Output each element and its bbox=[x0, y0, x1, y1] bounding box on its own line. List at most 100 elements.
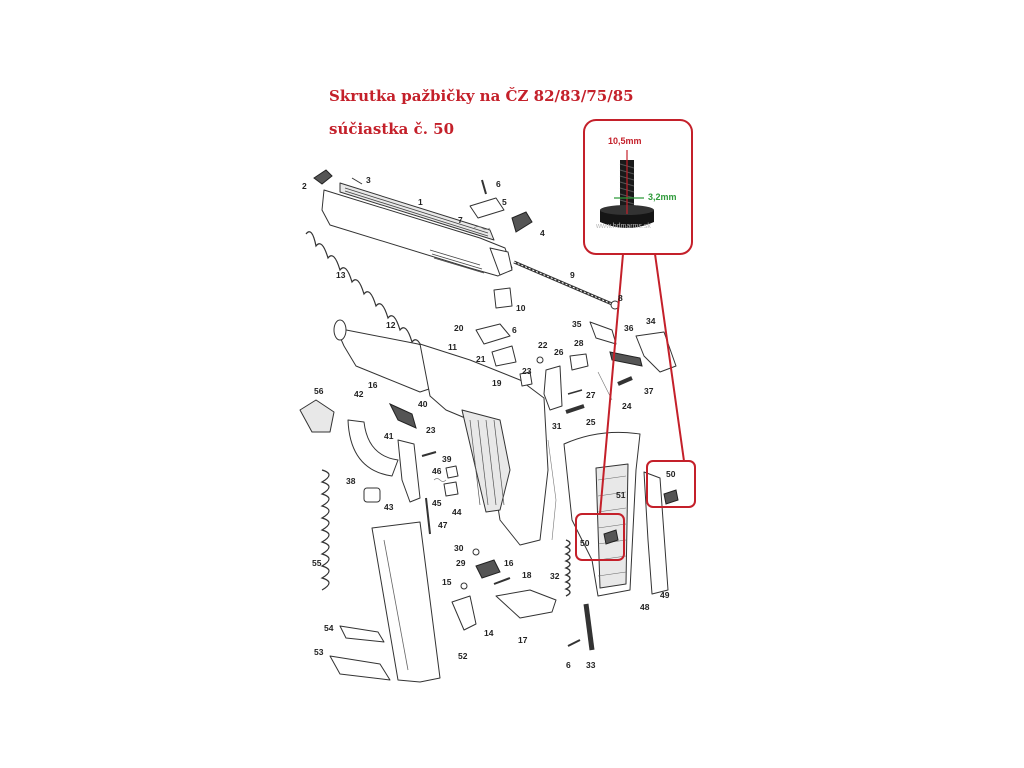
label-part-56: 56 bbox=[314, 386, 324, 396]
label-part-26: 26 bbox=[554, 347, 564, 357]
follower-part bbox=[339, 625, 385, 643]
label-part-43: 43 bbox=[384, 502, 394, 512]
label-part-7: 7 bbox=[458, 215, 463, 225]
part33 bbox=[583, 603, 595, 651]
label-part-25: 25 bbox=[586, 417, 596, 427]
label-part-9: 9 bbox=[570, 270, 575, 280]
label-part-30: 30 bbox=[454, 543, 464, 553]
part15 bbox=[460, 582, 468, 590]
label-part-35: 35 bbox=[572, 319, 582, 329]
part38 bbox=[363, 487, 381, 503]
label-part-6-bottom: 6 bbox=[566, 660, 571, 670]
part37 bbox=[617, 376, 633, 386]
part6b bbox=[567, 639, 581, 647]
watermark: www.hdmarms.sk bbox=[595, 223, 651, 230]
part45 bbox=[433, 478, 447, 482]
hammer-spring-part bbox=[564, 539, 571, 597]
label-part-37: 37 bbox=[644, 386, 654, 396]
part22 bbox=[536, 356, 544, 364]
label-part-13: 13 bbox=[336, 270, 346, 280]
part44 bbox=[443, 481, 459, 497]
label-part-8: 8 bbox=[618, 293, 623, 303]
page-subtitle: súčiastka č. 50 bbox=[329, 120, 455, 138]
pin-part bbox=[351, 177, 363, 185]
label-part-45: 45 bbox=[432, 498, 442, 508]
label-part-49: 49 bbox=[660, 590, 670, 600]
label-part-41: 41 bbox=[384, 431, 394, 441]
barrel-lug-part bbox=[493, 287, 513, 309]
length-label: 10,5mm bbox=[608, 136, 642, 146]
part34 bbox=[635, 331, 677, 373]
part18 bbox=[493, 577, 511, 585]
label-part-20: 20 bbox=[454, 323, 464, 333]
label-part-10: 10 bbox=[516, 303, 526, 313]
highlight-right-screw bbox=[646, 460, 696, 508]
label-part-38: 38 bbox=[346, 476, 356, 486]
label-part-6-mid: 6 bbox=[512, 325, 517, 335]
magazine-part bbox=[371, 521, 441, 683]
part46 bbox=[445, 465, 459, 479]
label-part-55: 55 bbox=[312, 558, 322, 568]
trigger-guard-part bbox=[347, 419, 399, 477]
label-part-53: 53 bbox=[314, 647, 324, 657]
label-part-3: 3 bbox=[366, 175, 371, 185]
trigger-bar-part bbox=[388, 402, 417, 429]
mainspring-part bbox=[320, 469, 330, 591]
part31 bbox=[547, 439, 557, 541]
label-part-46: 46 bbox=[432, 466, 442, 476]
part27 bbox=[567, 389, 583, 395]
part30 bbox=[472, 548, 480, 556]
part17 bbox=[495, 589, 557, 619]
label-part-5: 5 bbox=[502, 197, 507, 207]
pin6-part bbox=[481, 179, 487, 195]
label-part-34: 34 bbox=[646, 316, 656, 326]
label-part-6: 6 bbox=[496, 179, 501, 189]
label-part-22: 22 bbox=[538, 340, 548, 350]
label-part-19: 19 bbox=[492, 378, 502, 388]
label-part-18: 18 bbox=[522, 570, 532, 580]
label-part-31: 31 bbox=[552, 421, 562, 431]
label-part-42: 42 bbox=[354, 389, 364, 399]
part47 bbox=[425, 497, 431, 535]
part21 bbox=[491, 345, 517, 367]
part-hammer-strut bbox=[609, 351, 643, 367]
grip-screw-right bbox=[663, 489, 679, 505]
label-part-51: 51 bbox=[616, 490, 626, 500]
connector-line-left bbox=[599, 253, 624, 515]
trigger-part bbox=[397, 439, 421, 503]
label-part-24: 24 bbox=[622, 401, 632, 411]
floorplate-part bbox=[329, 655, 391, 681]
part23 bbox=[519, 371, 533, 387]
label-part-2: 2 bbox=[302, 181, 307, 191]
label-part-50-right: 50 bbox=[666, 469, 676, 479]
label-part-23a: 23 bbox=[522, 366, 532, 376]
barrel-part bbox=[335, 327, 433, 393]
front-sight-part bbox=[313, 169, 333, 185]
label-part-54: 54 bbox=[324, 623, 334, 633]
part39 bbox=[421, 451, 437, 457]
label-part-36: 36 bbox=[624, 323, 634, 333]
part35 bbox=[589, 321, 617, 345]
label-part-21: 21 bbox=[476, 354, 486, 364]
label-part-50-left: 50 bbox=[580, 538, 590, 548]
connector-line-right bbox=[654, 253, 685, 462]
label-part-1: 1 bbox=[418, 197, 423, 207]
diameter-label: 3,2mm bbox=[648, 192, 677, 202]
part26 bbox=[543, 365, 563, 411]
label-part-12: 12 bbox=[386, 320, 396, 330]
part28 bbox=[569, 353, 589, 371]
extractor-part bbox=[469, 197, 505, 219]
label-part-17: 17 bbox=[518, 635, 528, 645]
label-part-29: 29 bbox=[456, 558, 466, 568]
label-part-14: 14 bbox=[484, 628, 494, 638]
part56 bbox=[299, 399, 335, 433]
rear-sight-part bbox=[511, 211, 533, 233]
label-part-39: 39 bbox=[442, 454, 452, 464]
label-part-52: 52 bbox=[458, 651, 468, 661]
part20 bbox=[475, 323, 511, 345]
screw-inset-frame bbox=[583, 119, 693, 255]
label-part-23b: 23 bbox=[426, 425, 436, 435]
label-part-28: 28 bbox=[574, 338, 584, 348]
label-part-11: 11 bbox=[448, 342, 457, 352]
label-part-44: 44 bbox=[452, 507, 462, 517]
